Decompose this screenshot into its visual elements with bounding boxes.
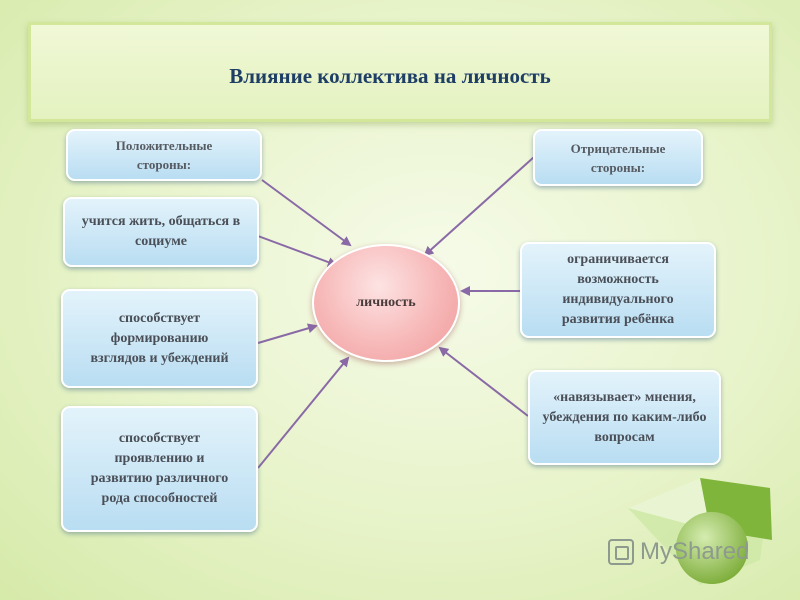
watermark-text: MyShared	[640, 538, 750, 565]
arrow-positive-3	[257, 356, 350, 469]
negative-item-1-text: ограничивается возможность индивидуально…	[561, 252, 675, 327]
arrow-negative-2	[438, 346, 529, 417]
arrow-negative-header	[423, 156, 535, 257]
arrow-positive-header	[261, 179, 352, 247]
positive-item-2-text: способствует формированию взглядов и убе…	[90, 310, 229, 366]
positive-header-text: Положительные стороны:	[115, 138, 213, 172]
negative-item-2-text: «навязывает» мнения, убеждения по каким-…	[542, 389, 707, 445]
watermark: MyShared	[608, 538, 749, 566]
title-bar: Влияние коллектива на личность	[28, 22, 772, 122]
arrow-positive-1	[257, 235, 338, 267]
positive-item-1-text: учится жить, общаться в социуме	[81, 214, 241, 249]
center-node: личность	[312, 244, 460, 362]
negative-item-1: ограничивается возможность индивидуально…	[520, 242, 716, 338]
positive-item-3: способствует проявлению и развитию разли…	[61, 406, 258, 532]
presentation-icon	[608, 539, 634, 565]
page-title: Влияние коллектива на личность	[229, 63, 551, 88]
positive-header: Положительные стороны:	[66, 129, 262, 181]
positive-item-2: способствует формированию взглядов и убе…	[61, 289, 258, 388]
arrow-positive-2	[257, 323, 318, 344]
positive-item-1: учится жить, общаться в социуме	[63, 197, 259, 267]
negative-header: Отрицательные стороны:	[533, 129, 703, 186]
positive-item-3-text: способствует проявлению и развитию разли…	[90, 431, 229, 506]
negative-header-text: Отрицательные стороны:	[570, 140, 666, 175]
negative-item-2: «навязывает» мнения, убеждения по каким-…	[528, 370, 721, 465]
center-node-label: личность	[356, 295, 416, 310]
